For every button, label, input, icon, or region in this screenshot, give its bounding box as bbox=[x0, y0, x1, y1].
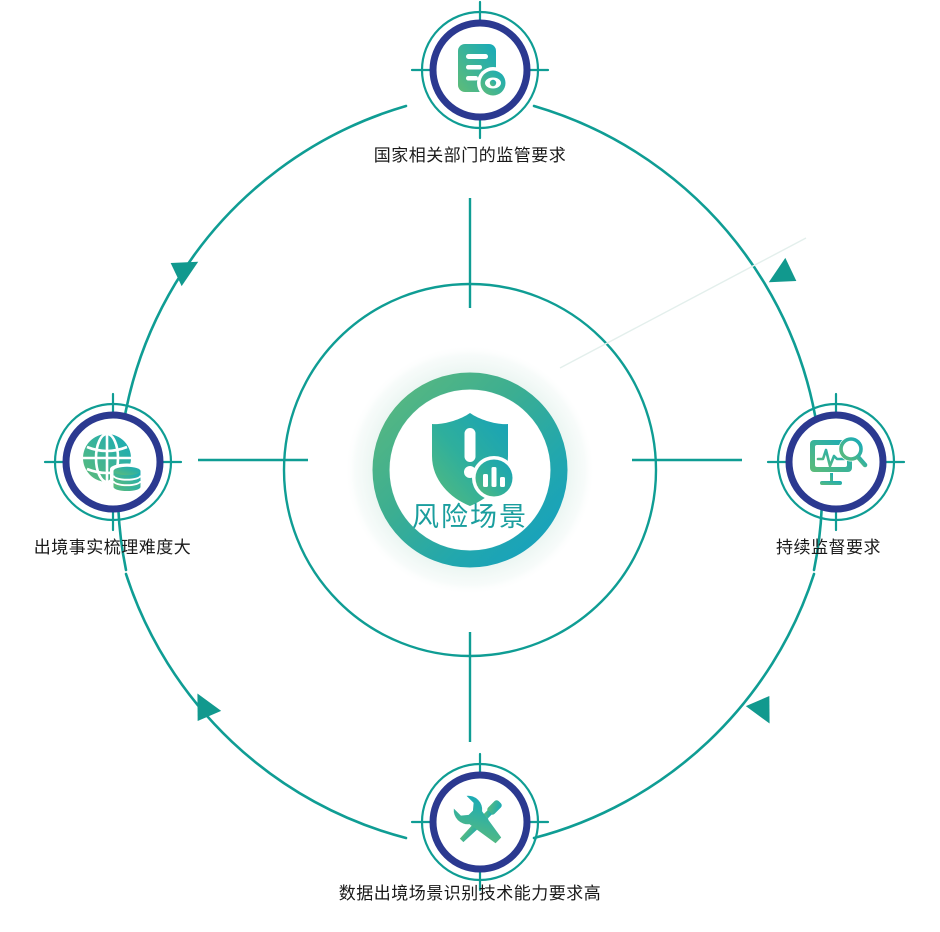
arrowhead-bottom-left bbox=[197, 693, 222, 722]
exclamation-bar bbox=[464, 428, 476, 462]
node-bottom[interactable] bbox=[410, 752, 550, 892]
wrench-screwdriver-icon bbox=[453, 795, 502, 844]
center-ring bbox=[372, 372, 568, 568]
decorative-hairline bbox=[559, 237, 807, 369]
arrowhead-top-right bbox=[768, 257, 797, 283]
database-cylinder bbox=[110, 463, 144, 496]
node-left[interactable] bbox=[43, 392, 183, 532]
shield-alert-chart-icon bbox=[432, 413, 516, 506]
arrowhead-top-left bbox=[170, 261, 199, 287]
node-top[interactable] bbox=[410, 0, 550, 140]
node-right-label: 持续监督要求 bbox=[776, 538, 881, 557]
node-left-label: 出境事实梳理难度大 bbox=[33, 538, 192, 557]
arc-right-to-bottom bbox=[532, 572, 816, 840]
chart-bar-1 bbox=[483, 474, 488, 487]
node-bottom-label: 数据出境场景识别技术能力要求高 bbox=[338, 884, 602, 903]
arc-bottom-to-left bbox=[124, 572, 408, 840]
inner-circle-spokes bbox=[198, 198, 742, 742]
node-top-label: 国家相关部门的监管要求 bbox=[373, 146, 567, 165]
globe-database-icon bbox=[83, 432, 144, 496]
arrowhead-bottom-right bbox=[745, 695, 770, 724]
arc-arrowheads bbox=[170, 257, 797, 724]
center-label: 风险场景 bbox=[412, 502, 528, 532]
center-emblem bbox=[345, 345, 595, 595]
node-right[interactable] bbox=[766, 392, 906, 532]
document-review-icon bbox=[458, 44, 509, 99]
chart-bar-3 bbox=[500, 477, 505, 487]
monitor-search-icon bbox=[810, 436, 868, 485]
chart-bar-2 bbox=[491, 467, 497, 487]
